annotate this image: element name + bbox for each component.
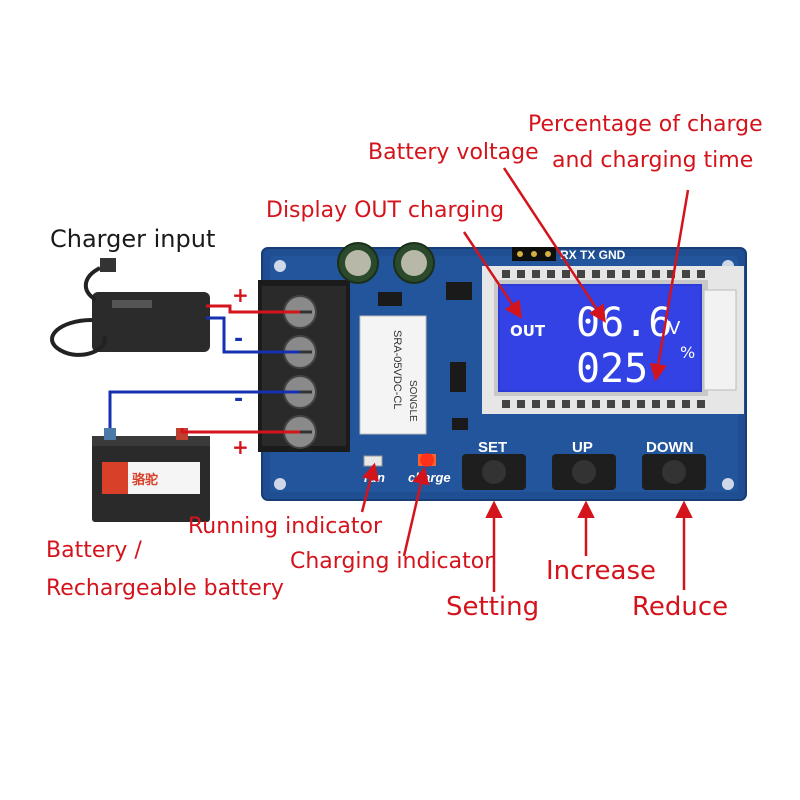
- terminal-plus-top: +: [232, 283, 249, 307]
- lcd-pin: [577, 400, 585, 408]
- down-button[interactable]: [642, 454, 706, 490]
- lcd-pin: [532, 400, 540, 408]
- capacitors: [337, 242, 435, 284]
- lcd-percent-unit: %: [680, 343, 695, 362]
- lcd-pin: [667, 400, 675, 408]
- charge-led: [418, 453, 436, 467]
- lcd-pin: [517, 400, 525, 408]
- lcd-percent-value: 025: [576, 346, 648, 392]
- label-charging-indicator: Charging indicator: [290, 549, 494, 574]
- run-led: [363, 455, 383, 467]
- lcd-pin: [517, 270, 525, 278]
- lcd-pin: [697, 400, 705, 408]
- battery-illustration: [92, 428, 210, 522]
- relay-model: SRA-05VDC-CL: [391, 330, 403, 409]
- label-battery-voltage: Battery voltage: [368, 140, 539, 165]
- up-button-label: UP: [572, 439, 593, 456]
- lcd-pin: [607, 270, 615, 278]
- lcd-pin: [697, 270, 705, 278]
- label-battery-line1: Battery /: [46, 538, 142, 563]
- header-pins: [512, 247, 556, 261]
- lcd-pin: [577, 270, 585, 278]
- lcd-module: [482, 266, 744, 414]
- lcd-pin: [592, 270, 600, 278]
- label-charger-input: Charger input: [50, 225, 216, 253]
- lcd-pin: [607, 400, 615, 408]
- relay-brand: SONGLE: [407, 380, 418, 422]
- lcd-pin: [652, 400, 660, 408]
- run-led-label: run: [364, 470, 385, 485]
- lcd-voltage-value: 06.6: [576, 300, 672, 346]
- lcd-pin: [637, 400, 645, 408]
- lcd-pin: [502, 400, 510, 408]
- down-button-label: DOWN: [646, 439, 694, 456]
- lcd-pin: [682, 270, 690, 278]
- battery-brand: 骆驼: [132, 472, 158, 488]
- terminal-block: [258, 280, 350, 452]
- charger-adapter: [50, 258, 210, 357]
- lcd-pin: [547, 270, 555, 278]
- header-pin-label: RX TX GND: [560, 248, 626, 262]
- label-running-indicator: Running indicator: [188, 514, 382, 539]
- wires: [108, 304, 300, 434]
- lcd-pin: [562, 400, 570, 408]
- lcd-pin: [532, 270, 540, 278]
- mounting-hole: [274, 478, 286, 490]
- lcd-out-label: OUT: [510, 322, 546, 340]
- lcd-pin: [682, 400, 690, 408]
- lcd-pin: [547, 400, 555, 408]
- lcd-pin: [637, 270, 645, 278]
- label-setting: Setting: [446, 592, 540, 622]
- label-reduce: Reduce: [632, 592, 729, 622]
- lcd-pins-top: [502, 270, 705, 408]
- lcd-pin: [652, 270, 660, 278]
- relay: [359, 315, 427, 435]
- lcd-pin: [622, 400, 630, 408]
- label-battery-line2: Rechargeable battery: [46, 576, 284, 601]
- set-button[interactable]: [462, 454, 526, 490]
- label-display-out: Display OUT charging: [266, 198, 505, 223]
- lcd-voltage-unit: V: [668, 318, 681, 339]
- label-percentage-line1: Percentage of charge: [528, 112, 763, 137]
- terminal-minus-2: -: [234, 387, 243, 412]
- lcd-pin: [592, 400, 600, 408]
- terminal-minus-1: -: [234, 327, 243, 352]
- mounting-hole: [722, 478, 734, 490]
- terminal-plus-bottom: +: [232, 435, 249, 459]
- lcd-pin: [502, 270, 510, 278]
- annotation-arrows: [360, 167, 693, 592]
- lcd-pin: [622, 270, 630, 278]
- charge-led-label: charge: [408, 470, 451, 485]
- mounting-hole: [274, 260, 286, 272]
- up-button[interactable]: [552, 454, 616, 490]
- set-button-label: SET: [478, 439, 507, 456]
- chips: [378, 282, 472, 430]
- label-percentage-line2: and charging time: [552, 148, 754, 173]
- lcd-pin: [562, 270, 570, 278]
- label-increase: Increase: [546, 556, 657, 586]
- lcd-pin: [667, 270, 675, 278]
